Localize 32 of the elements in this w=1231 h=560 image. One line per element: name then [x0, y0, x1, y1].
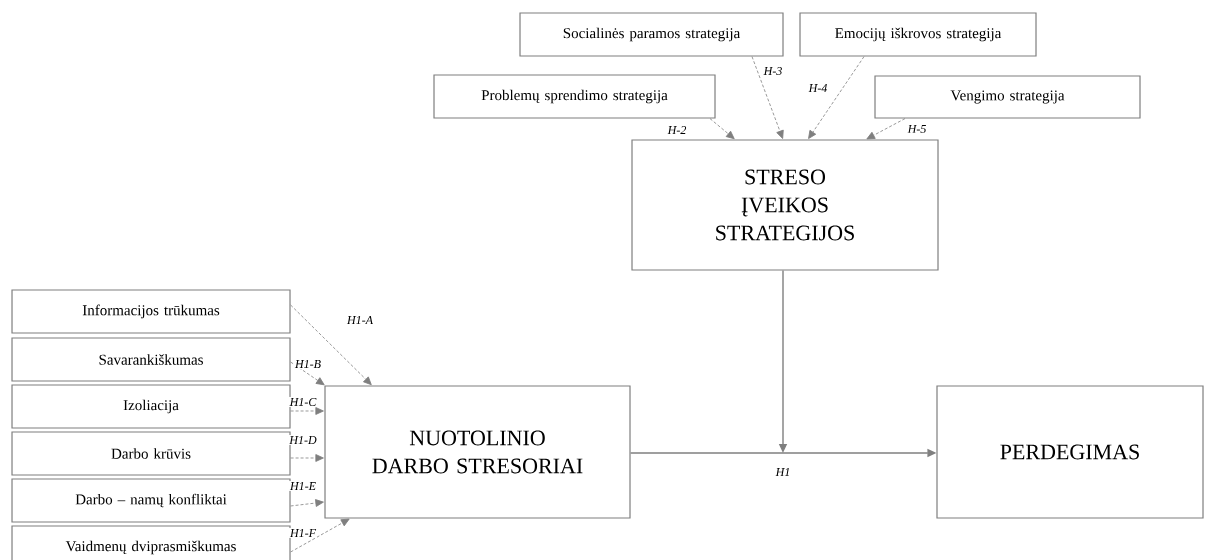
edge-label: H-2 — [666, 125, 688, 135]
arrow — [290, 454, 324, 462]
text-box: Darbo – namų konfliktai — [11, 478, 291, 523]
text-box: Vengimo strategija — [874, 75, 1141, 119]
text-box: Savarankiškumas — [11, 337, 291, 382]
text-box: Socialinės paramos strategija — [519, 12, 784, 57]
arrow — [866, 118, 906, 140]
edge-label: H1-D — [288, 435, 318, 445]
text-box: STRESO ĮVEIKOS STRATEGIJOS — [631, 139, 939, 271]
edge-label: H1-B — [294, 359, 322, 369]
edge-label: H1-A — [346, 315, 374, 325]
text-box: PERDEGIMAS — [936, 385, 1204, 519]
arrow — [290, 499, 324, 507]
arrow — [751, 56, 784, 139]
edge-label: H-5 — [906, 124, 928, 134]
edge-label: H1-E — [289, 481, 317, 491]
text-box: Problemų sprendimo strategija — [433, 74, 716, 119]
edge-label: H1-C — [288, 396, 318, 407]
text-box: Vaidmenų dviprasmiškumas — [11, 525, 291, 560]
text-box: Emocijų iškrovos strategija — [799, 12, 1037, 57]
arrow — [290, 304, 372, 386]
arrow — [290, 361, 325, 386]
edge-label: H1 — [774, 467, 792, 477]
edge-label: H-4 — [807, 83, 829, 93]
arrow — [709, 118, 735, 140]
edge-label: H1-F — [289, 528, 317, 538]
text-box: NUOTOLINIO DARBO STRESORIAI — [324, 385, 631, 519]
edge-label: H-3 — [762, 65, 784, 77]
arrow — [290, 518, 350, 553]
text-box: Informacijos trūkumas — [11, 289, 291, 334]
arrow — [808, 56, 865, 139]
arrow — [290, 407, 324, 415]
